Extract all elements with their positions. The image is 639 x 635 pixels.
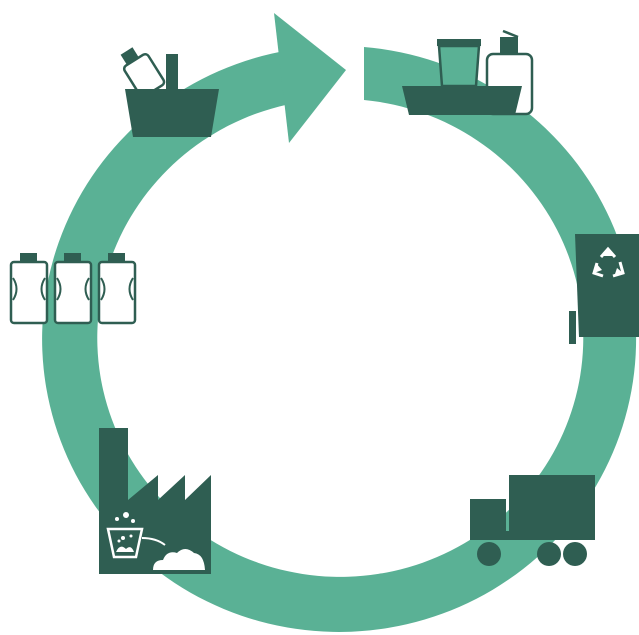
truck-rear-wheel-2	[563, 542, 587, 566]
cup-lid	[437, 39, 481, 46]
truck-cargo-box	[509, 475, 595, 540]
cup-body	[437, 44, 481, 88]
truck-chassis	[470, 531, 595, 540]
melting-pot-icon	[106, 512, 166, 559]
bin-body	[575, 234, 639, 337]
bottle-icon	[97, 253, 137, 325]
delivery-truck-icon	[470, 475, 595, 566]
factory-smoke-cloud	[153, 549, 205, 570]
cycle-ring	[42, 13, 637, 632]
new-bottles-icon	[9, 253, 137, 325]
basket-handle	[166, 54, 178, 94]
jug-cap	[500, 37, 518, 55]
recycling-bin-icon	[569, 234, 639, 344]
truck-rear-wheel-1	[537, 542, 561, 566]
recycling-factory-icon	[99, 428, 211, 574]
truck-front-wheel	[477, 542, 501, 566]
basket-body	[125, 89, 219, 137]
jug-straw	[502, 29, 519, 39]
recycle-symbol-icon	[592, 246, 625, 278]
cycle-arrowhead	[274, 13, 346, 143]
basket-with-bottles-icon	[120, 47, 219, 137]
bottle-icon	[53, 253, 93, 325]
bottle-icon	[9, 253, 49, 325]
tray-body	[402, 86, 522, 115]
tray-with-containers-icon	[402, 29, 534, 116]
bin-wheel-bracket	[569, 311, 576, 344]
